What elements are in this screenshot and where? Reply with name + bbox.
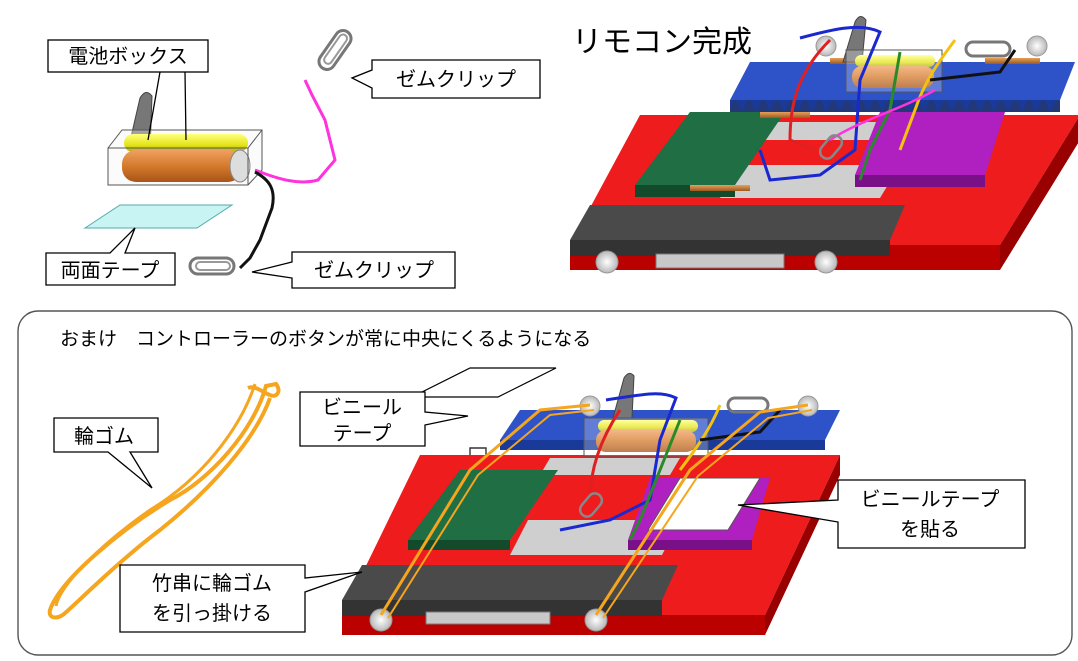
title: リモコン完成 [572, 25, 752, 60]
callout-vinyl-tape: ビニール テープ [299, 367, 557, 447]
clip-label-top: ゼムクリップ [396, 67, 516, 91]
vinyl-tape-label-line1: ビニール [322, 395, 402, 419]
vinyl-apply-label-line1: ビニールテープ [861, 487, 1000, 511]
black-wire [238, 170, 275, 270]
bonus-note: おまけ コントローラーのボタンが常に中央にくるようになる [60, 328, 591, 350]
callout-skewer: 竹串に輪ゴム を引っ掛ける [119, 564, 363, 633]
double-sided-tape [83, 204, 234, 229]
vinyl-apply-label-line2: を貼る [900, 517, 960, 541]
rubber-label: 輪ゴム [74, 424, 134, 448]
callout-battery-box: 電池ボックス [47, 39, 209, 141]
callout-clip-bottom: ゼムクリップ [251, 251, 456, 289]
remote-complete [570, 16, 1078, 274]
callout-rubber-band: 輪ゴム [53, 417, 159, 489]
callout-clip-top: ゼムクリップ [350, 59, 541, 99]
vinyl-tape-label-line2: テープ [333, 421, 392, 445]
skewer-label-line2: を引っ掛ける [152, 601, 272, 625]
bonus-panel [17, 310, 1073, 656]
magenta-wire [254, 79, 337, 184]
remote-with-rubber-bands [342, 372, 840, 635]
skewer-label-line1: 竹串に輪ゴム [152, 571, 272, 595]
battery-box-label: 電池ボックス [68, 44, 187, 68]
callout-tape: 両面テープ [45, 227, 176, 286]
tape-label: 両面テープ [61, 258, 160, 282]
paper-clip-top [317, 29, 353, 71]
orange-battery [122, 150, 242, 182]
paper-clip-bottom [188, 256, 236, 276]
callout-apply-vinyl: ビニールテープ を貼る [737, 479, 1026, 549]
clip-label-bottom: ゼムクリップ [314, 258, 434, 282]
battery-box-assembly [107, 92, 263, 186]
